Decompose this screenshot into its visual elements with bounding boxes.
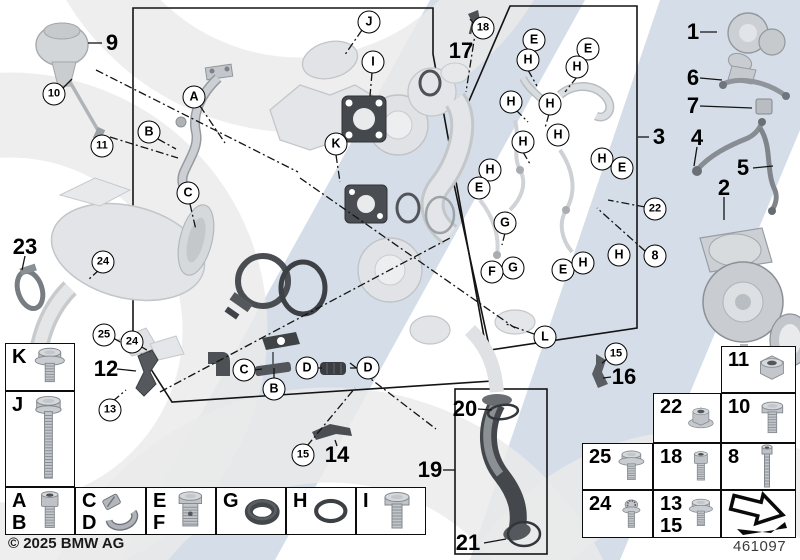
actuator-drawing [35, 22, 106, 142]
elbow-hose [208, 352, 230, 376]
bracket-16 [592, 354, 608, 388]
gasket-k [344, 184, 388, 224]
exhaust-clamp-23 [14, 263, 46, 311]
turbo1-drawing [692, 12, 790, 215]
turbo2-drawing [699, 227, 800, 367]
copyright-text: © 2025 BMW AG [8, 535, 125, 552]
faded-parts [26, 12, 800, 548]
gasket-i [341, 95, 387, 143]
large-o-ring [278, 259, 328, 317]
bushing-part [320, 362, 346, 375]
diagram-number: 461097 [733, 538, 787, 555]
bracket-12 [135, 349, 159, 397]
stud-part [254, 361, 292, 377]
charge-pipe-drawing [479, 394, 542, 548]
v-band-clamp [235, 253, 291, 309]
kit-parts [14, 10, 608, 440]
